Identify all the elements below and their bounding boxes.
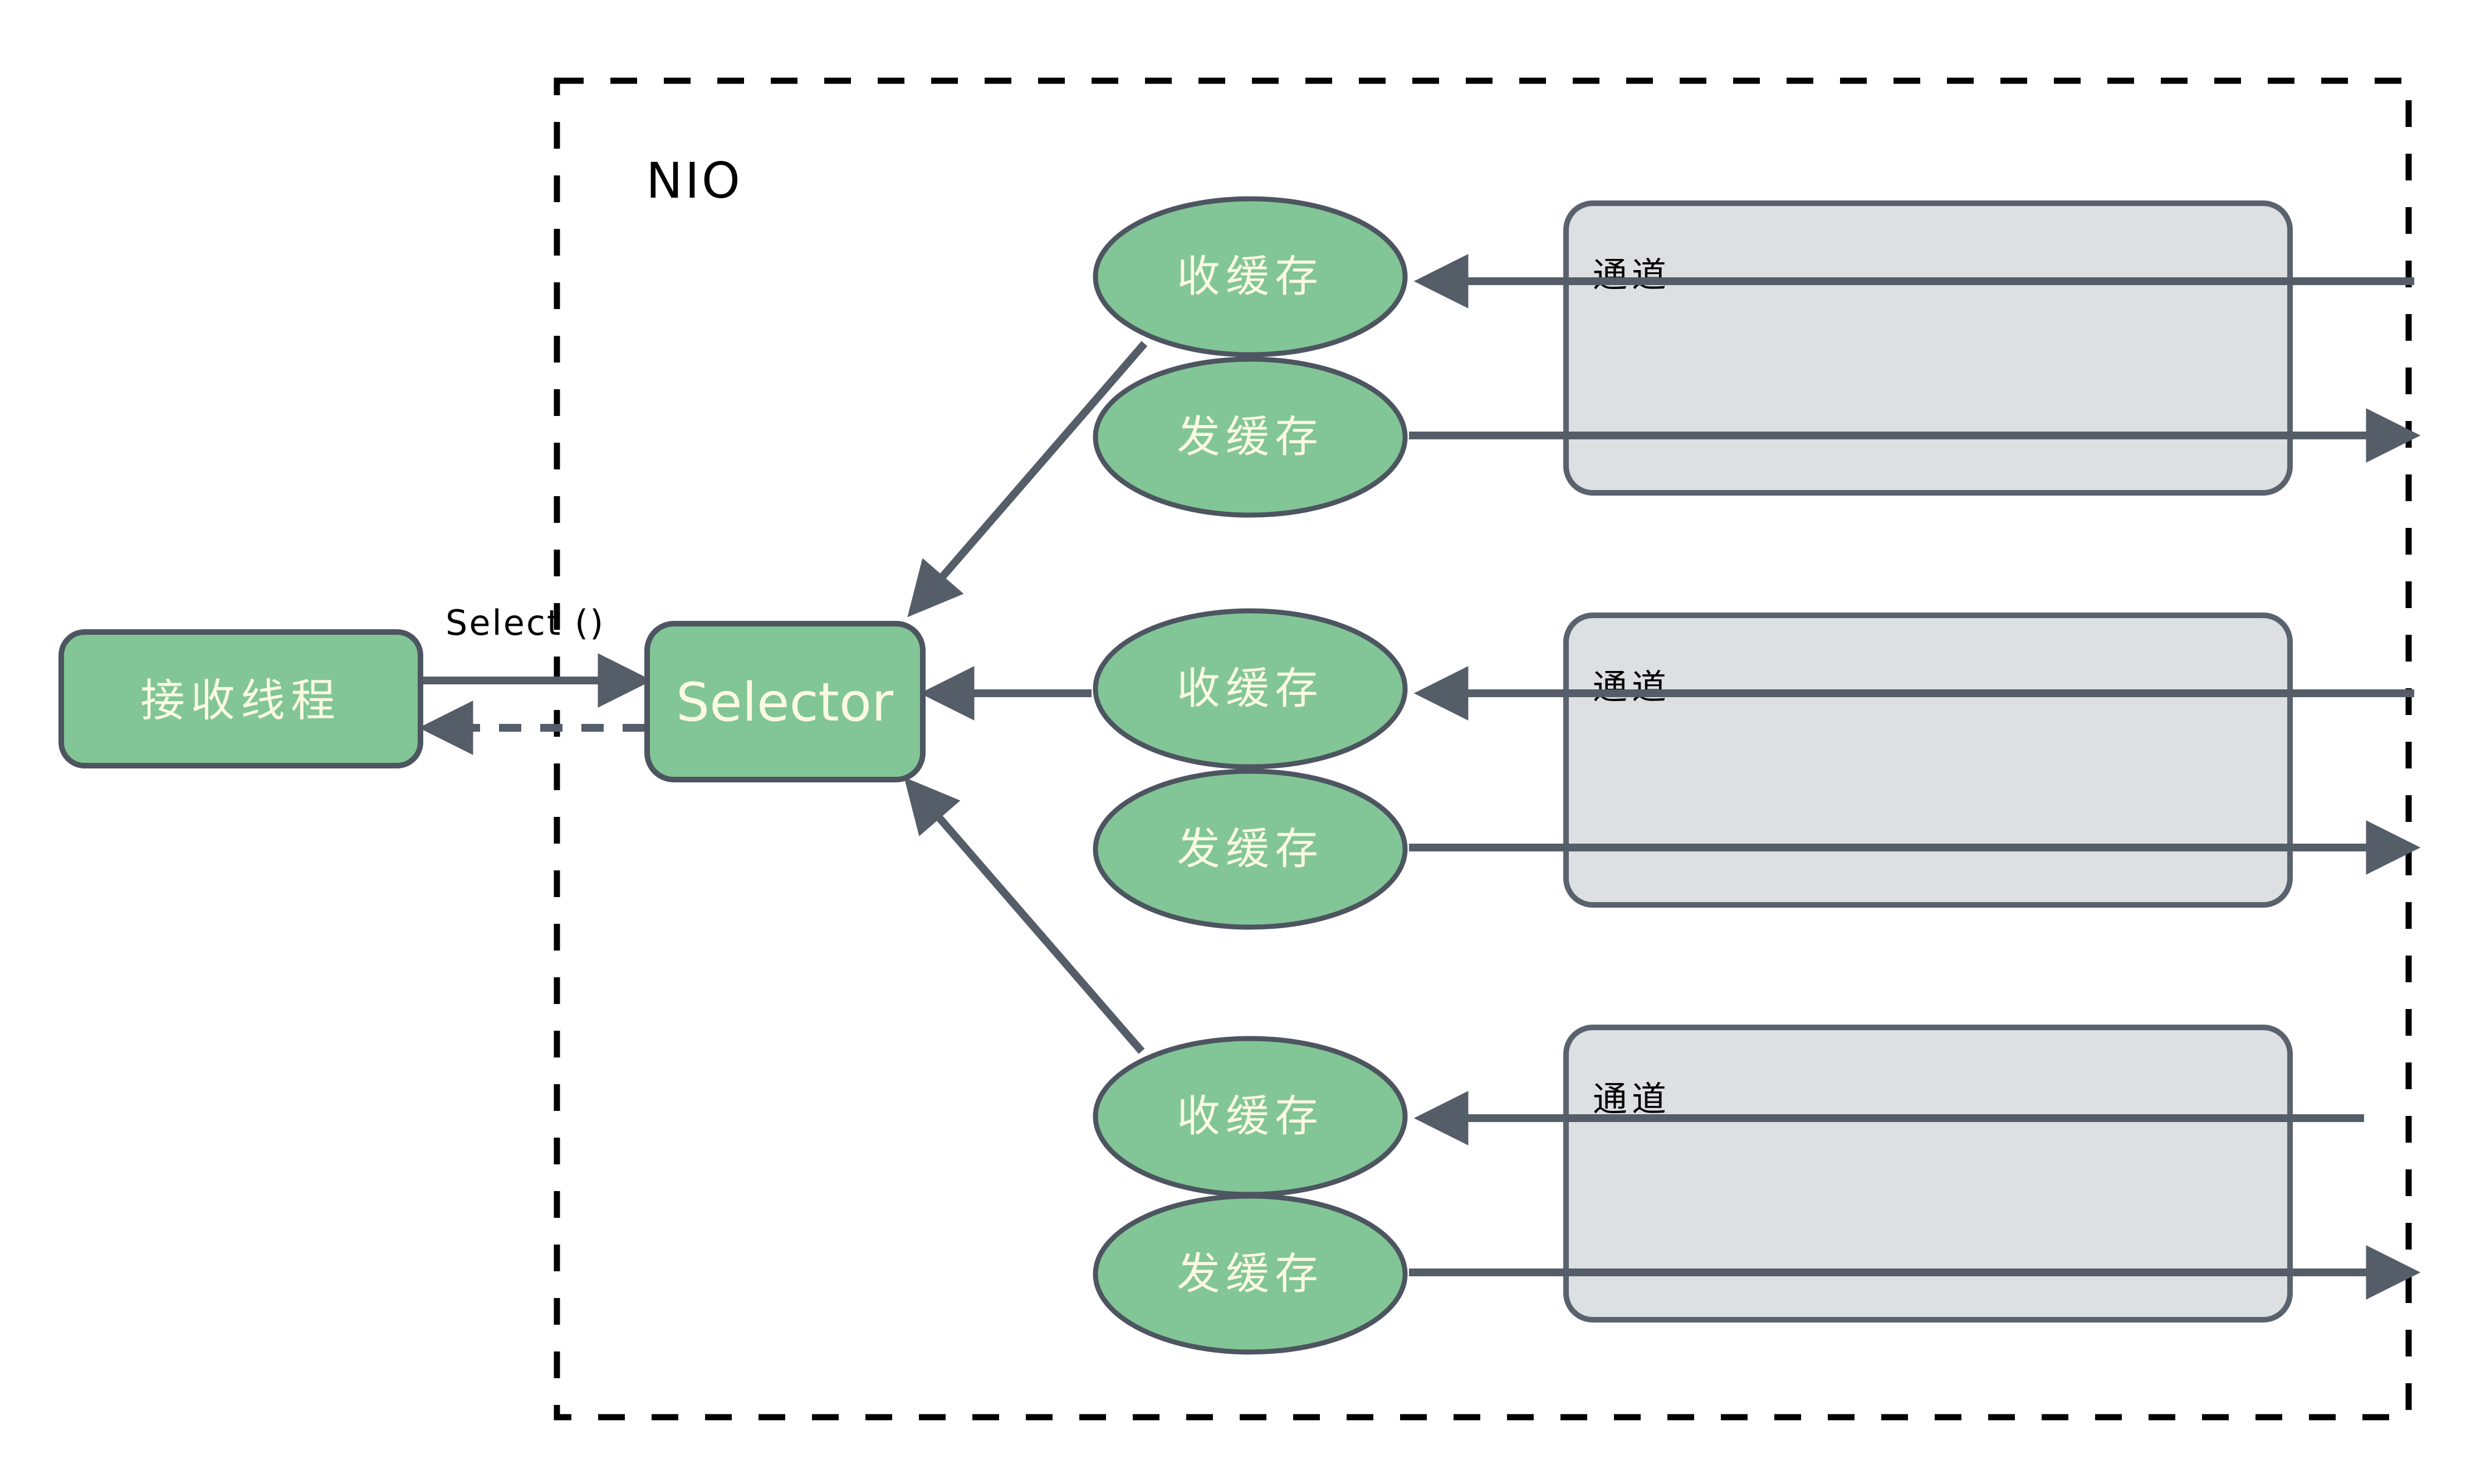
channel-box-bottom xyxy=(1563,1025,2293,1323)
receive-thread-label: 接收线程 xyxy=(140,675,341,727)
recv-buffer-label-middle: 收缓存 xyxy=(1177,664,1324,714)
send-buffer-ellipse-middle xyxy=(1093,768,1408,930)
channel-box-top xyxy=(1563,200,2293,496)
send-buffer-label-top: 发缓存 xyxy=(1177,412,1324,462)
channel-box-middle xyxy=(1563,613,2293,908)
recv-to-selector-bottom xyxy=(904,777,1145,1054)
select-call-label: Select () xyxy=(446,603,605,643)
selector-box[interactable] xyxy=(644,621,926,782)
recv-buffer-ellipse-middle xyxy=(1093,608,1408,770)
recv-buffer-label-bottom: 收缓存 xyxy=(1177,1091,1324,1142)
recv-to-selector-top xyxy=(907,341,1148,618)
send-buffer-ellipse-bottom xyxy=(1093,1193,1408,1355)
send-buffer-label-bottom: 发缓存 xyxy=(1177,1249,1324,1299)
nio-boundary xyxy=(554,77,2412,1421)
channel-label-bottom: 通道 xyxy=(1593,1079,1671,1119)
recv-buffer-label-top: 收缓存 xyxy=(1177,252,1324,302)
channel-label-middle: 通道 xyxy=(1593,667,1671,707)
channel-label-top: 通道 xyxy=(1593,254,1671,295)
receive-thread-box[interactable] xyxy=(58,629,423,768)
nio-title: NIO xyxy=(646,152,742,209)
selector-label: Selector xyxy=(676,672,894,733)
send-buffer-label-middle: 发缓存 xyxy=(1177,824,1324,874)
recv-buffer-ellipse-top xyxy=(1093,196,1408,357)
send-buffer-ellipse-top xyxy=(1093,356,1408,518)
